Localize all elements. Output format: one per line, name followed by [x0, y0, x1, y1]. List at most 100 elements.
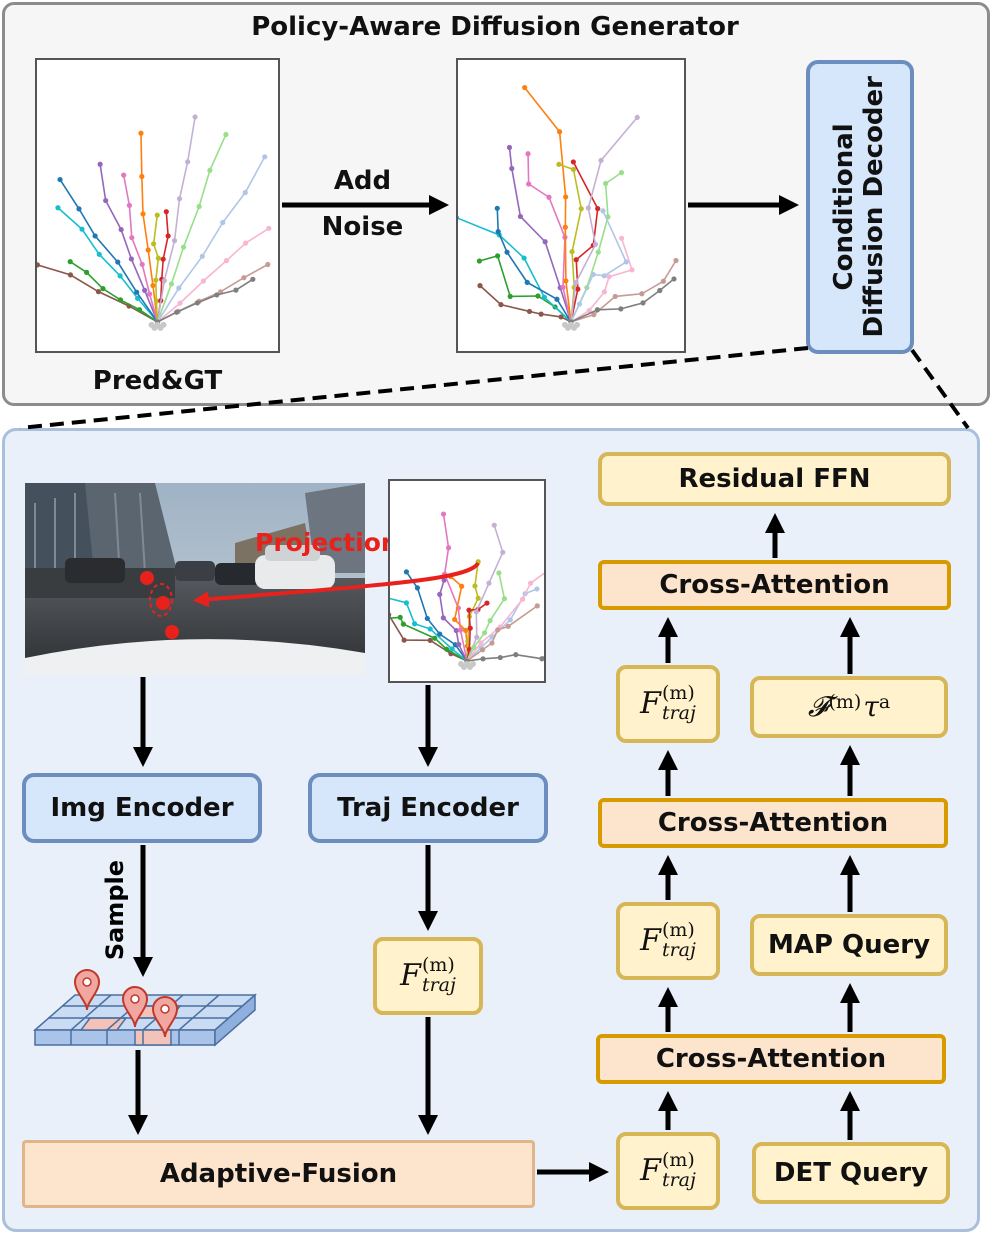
- trajectory-point: [136, 307, 143, 313]
- trajectory-point: [619, 235, 625, 241]
- location-pin-icon: [73, 969, 101, 1011]
- trajectory-point: [585, 205, 591, 211]
- trajectory-point: [233, 287, 239, 293]
- residual-ffn: Residual FFN: [598, 452, 951, 506]
- trajectory-line: [466, 566, 553, 662]
- trajectory-point: [103, 197, 109, 204]
- trajectory-point: [266, 225, 272, 231]
- trajectory-point: [569, 249, 575, 255]
- trajectory-point: [153, 277, 159, 283]
- trajectory-point: [601, 289, 608, 295]
- trajectory-point: [138, 130, 144, 136]
- trajectory-line: [122, 174, 159, 323]
- trajectory-point: [482, 630, 488, 636]
- trajectory-point: [453, 627, 459, 634]
- trajectory-point: [600, 208, 606, 214]
- trajectory-point: [591, 312, 597, 318]
- trajectory-point: [480, 656, 486, 662]
- ground-truth-point: [470, 661, 476, 667]
- trajectory-point: [151, 241, 157, 247]
- trajectory-point: [265, 261, 271, 268]
- trajectory-point: [517, 213, 524, 220]
- trajectory-point: [95, 289, 102, 295]
- trajectory-point: [595, 206, 601, 212]
- trajectory-point: [96, 251, 102, 257]
- trajectory-point: [403, 600, 410, 606]
- trajectory-point: [507, 293, 513, 300]
- trajectory-point: [478, 640, 484, 646]
- trajectory-point: [135, 295, 141, 301]
- ground-truth-point: [574, 321, 580, 328]
- trajectory-point: [440, 511, 447, 517]
- trajectory-point: [479, 647, 486, 653]
- traj-encoder: Traj Encoder: [308, 773, 548, 843]
- trajectory-point: [546, 194, 552, 200]
- trajectory-point: [629, 267, 635, 273]
- trajectory-line: [570, 116, 638, 322]
- trajectory-point: [639, 291, 645, 297]
- adaptive-fusion: Adaptive-Fusion: [22, 1140, 535, 1208]
- trajectory-point: [474, 634, 480, 640]
- trajectory-point: [513, 652, 519, 658]
- trajectory-point: [570, 166, 577, 173]
- trajectory-point: [459, 583, 465, 589]
- trajectory-point: [67, 272, 74, 278]
- trajectory-point: [538, 311, 544, 317]
- trajectory-point: [449, 646, 455, 652]
- trajectory-point: [427, 626, 433, 632]
- pred-gt-label: Pred&GT: [92, 366, 223, 396]
- trajectory-line: [156, 116, 196, 323]
- trajectory-point: [118, 226, 124, 233]
- det-query: DET Query: [752, 1142, 950, 1204]
- trajectory-point: [634, 114, 640, 121]
- trajectory-line: [157, 278, 254, 323]
- trajectory-point: [573, 280, 579, 286]
- trajectory-point: [55, 205, 61, 211]
- trajectory-point: [194, 300, 200, 306]
- trajectory-point: [601, 273, 607, 279]
- trajectory-point: [519, 596, 526, 602]
- trajectory-point: [598, 157, 604, 164]
- trajectory-point: [475, 595, 481, 601]
- trajectory-point: [501, 596, 508, 602]
- trajectory-line: [466, 605, 538, 662]
- trajectory-point: [139, 173, 145, 180]
- trajectory-point: [558, 314, 564, 320]
- trajectory-point: [526, 181, 532, 187]
- trajectory-point: [165, 233, 171, 239]
- trajectory-point: [160, 256, 166, 262]
- trajectory-point: [534, 586, 540, 592]
- trajectory-point: [476, 258, 482, 264]
- trajectory-point: [223, 131, 229, 138]
- location-pin-icon: [121, 986, 149, 1028]
- trajectory-line: [527, 153, 572, 323]
- trajectory-point: [590, 271, 596, 278]
- trajectory-point: [83, 269, 90, 275]
- traj-feature-symbol: F (m)traj: [400, 954, 456, 996]
- trajectory-point: [509, 165, 515, 172]
- trajectory-point: [623, 259, 629, 265]
- trajectory-line: [156, 134, 227, 323]
- trajectory-point: [139, 261, 145, 268]
- trajectory-point: [472, 583, 478, 589]
- trajectory-point: [126, 202, 132, 208]
- trajectory-point: [117, 273, 123, 279]
- trajectory-line: [152, 215, 160, 322]
- trajectory-point: [524, 279, 530, 285]
- trajectory-line: [466, 524, 504, 662]
- traj-feature-symbol: F (m)traj: [640, 1149, 696, 1191]
- trajectory-point: [401, 637, 407, 643]
- trajectory-point: [496, 570, 502, 576]
- trajectory-point: [562, 224, 568, 230]
- trajectory-point: [466, 607, 472, 613]
- trajectory-point: [192, 114, 198, 120]
- projected-point: [140, 571, 154, 585]
- trajectory-point: [117, 297, 124, 303]
- trajectory-line: [99, 164, 159, 323]
- trajectory-point: [554, 296, 560, 302]
- trajectory-point: [427, 637, 433, 643]
- trajectory-point: [243, 240, 249, 246]
- trajectory-point: [76, 206, 82, 212]
- trajectory-point: [154, 212, 160, 218]
